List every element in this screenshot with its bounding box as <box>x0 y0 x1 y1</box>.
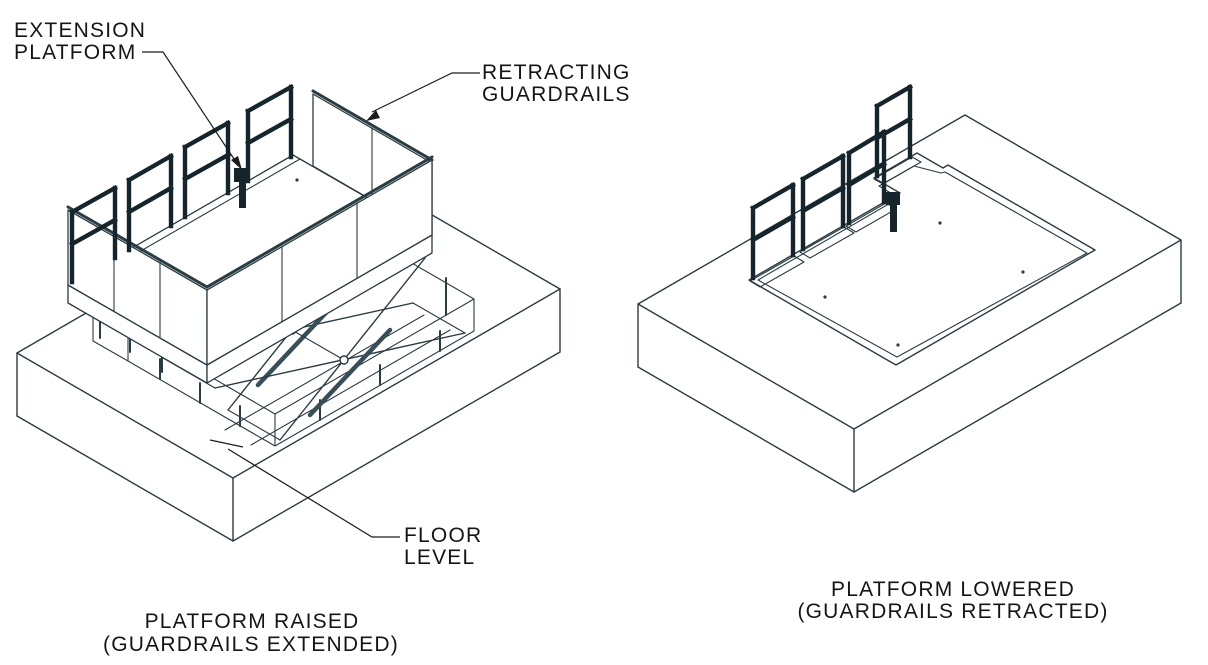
lowered-caption-line1: PLATFORM LOWERED <box>831 578 1075 601</box>
control-pedestal-left <box>234 168 248 208</box>
leader-arrowhead-icon <box>231 156 242 170</box>
pit-wall-edges <box>92 298 475 447</box>
pedestal-post <box>239 182 246 208</box>
deck-dot <box>295 178 299 182</box>
extension-platform-leader <box>142 51 239 166</box>
gate-pad <box>873 156 922 185</box>
guardrail-panels <box>66 89 434 366</box>
extension-platform-label-line1: EXTENSION <box>14 19 146 42</box>
slab-top-face <box>637 114 1182 430</box>
retracting-guardrails-label-line2: GUARDRAILS <box>482 83 631 106</box>
floor-level-label-line1: FLOOR <box>404 524 482 547</box>
gate-frame-1 <box>69 185 118 285</box>
floor-level-tick <box>209 439 244 448</box>
hydraulic-cylinder-front <box>307 327 393 418</box>
extension-platform-label-line2: PLATFORM <box>14 41 136 64</box>
gate-pad <box>799 226 855 259</box>
deck-dot <box>938 221 942 225</box>
raised-caption-line1: PLATFORM RAISED <box>145 610 360 633</box>
guardrail-toprail-back-right <box>311 89 434 162</box>
gate-pad <box>845 202 897 233</box>
platform-lowered-drawing <box>637 83 1182 493</box>
gate-frame-3 <box>845 128 888 226</box>
slab-bottom-edges <box>637 302 1182 493</box>
gate-pad <box>749 255 805 288</box>
gate-frame-2 <box>125 152 175 253</box>
pit-floor-edges <box>92 330 475 447</box>
retained-gates <box>749 83 914 281</box>
panel-seams <box>281 202 358 323</box>
guardrail-toprail-front-right <box>205 155 434 289</box>
deck-dot <box>823 295 827 299</box>
pit-anchor-rods <box>159 330 441 427</box>
deck-dot <box>1021 270 1025 274</box>
gate-frame-1 <box>749 181 797 281</box>
gate-frame-3 <box>182 120 231 220</box>
callout-leaders <box>142 51 480 538</box>
pedestal-head <box>886 192 900 205</box>
scissor-pivot-front <box>339 355 349 365</box>
slab-vertical-edges <box>637 239 1182 493</box>
lowered-caption-line2: (GUARDRAILS RETRACTED) <box>797 600 1108 623</box>
concrete-slab-right <box>637 114 1182 493</box>
raised-caption-line2: (GUARDRAILS EXTENDED) <box>103 633 399 656</box>
pedestal-head <box>234 168 248 182</box>
pedestal-post <box>890 205 897 232</box>
floor-level-label-line2: LEVEL <box>404 546 475 569</box>
leader-arrowhead-icon <box>366 110 380 121</box>
guardrail-toprail-front-left <box>66 205 209 289</box>
platform-inner-outline <box>757 165 1088 358</box>
gate-frame-2 <box>799 152 847 252</box>
retracting-guardrails-label-line1: RETRACTING <box>482 61 631 84</box>
platform-raised-drawing <box>16 84 561 542</box>
gate-frame-4 <box>873 83 914 179</box>
deck-dot <box>896 343 900 347</box>
extension-gates <box>69 84 294 285</box>
slab-vertical-edges <box>16 288 561 542</box>
control-pedestal-right <box>886 192 900 232</box>
gate-frame-4 <box>245 84 294 184</box>
retracting-guardrails-leader <box>371 72 480 113</box>
floor-level-leader <box>227 448 400 538</box>
annotation-text: EXTENSION PLATFORM RETRACTING GUARDRAILS… <box>14 19 1108 656</box>
slab-bottom-edges <box>16 351 561 542</box>
pit-base-rails <box>224 314 451 446</box>
